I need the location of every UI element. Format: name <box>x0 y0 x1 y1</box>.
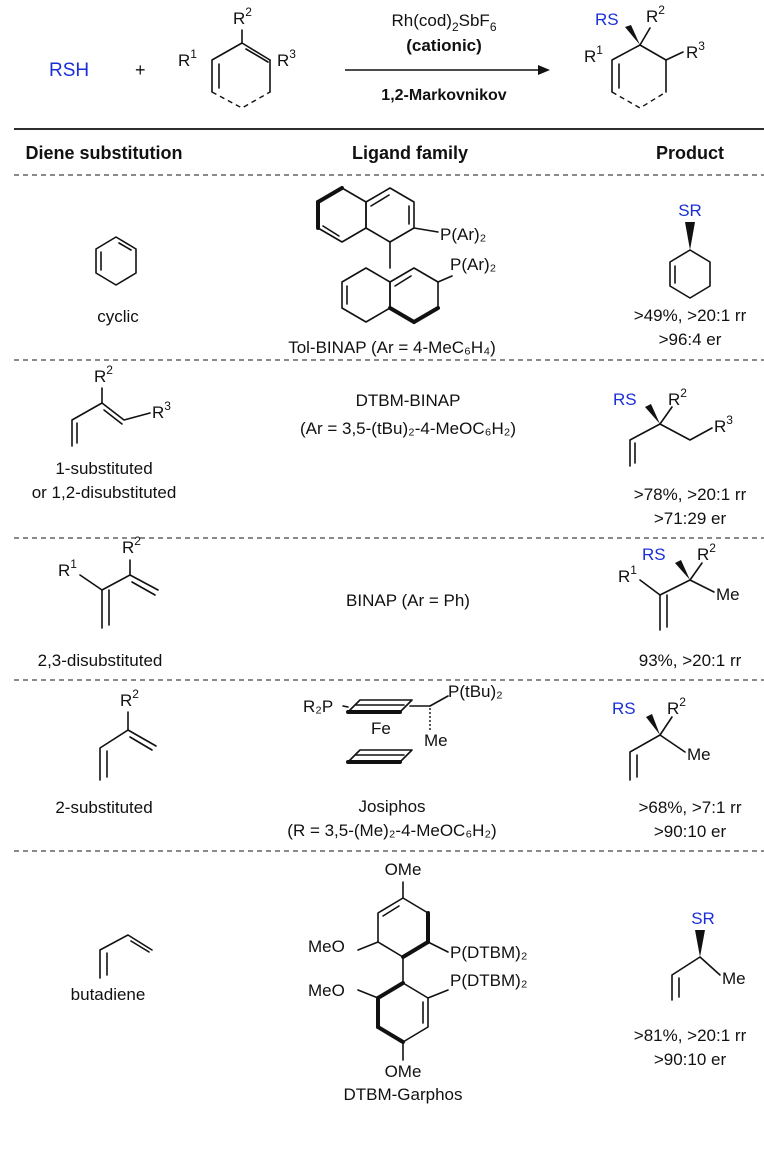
josiphos-structure: R₂P Fe P(tBu)₂ Me <box>303 682 503 764</box>
col-header-diene: Diene substitution <box>26 143 183 163</box>
ligand-name: DTBM-BINAP <box>356 391 461 410</box>
diene-1-substituted: R2 R3 <box>71 363 171 447</box>
thiol-reactant: RSH <box>49 60 89 81</box>
result-er: >90:10 er <box>654 822 727 841</box>
result-yield: >68%, >7:1 rr <box>638 798 741 817</box>
r1-label: R1 <box>178 47 197 70</box>
ome-bottom: OMe <box>385 1062 422 1081</box>
table-row: cyclic P(Ar)₂ P(Ar)₂ Tol-BINAP (Ar = 4-M <box>95 186 747 357</box>
r2-label: R2 <box>233 5 252 28</box>
product-r1: R1 <box>584 43 603 66</box>
ligand-name: BINAP (Ar = Ph) <box>346 591 470 610</box>
ligand-name: Josiphos <box>358 797 425 816</box>
product-r2: R2 <box>667 695 686 718</box>
reaction-arrow: Rh(cod)2SbF6 (cationic) 1,2-Markovnikov <box>345 11 550 104</box>
r2-label: R2 <box>122 534 141 557</box>
reaction-scheme: RSH + R1 R2 R3 Rh(cod)2SbF6 (cationic) 1… <box>49 3 705 109</box>
result-yield: >49%, >20:1 rr <box>634 306 747 325</box>
catalyst-label: Rh(cod)2SbF6 <box>391 11 496 34</box>
r3-label: R3 <box>277 47 296 70</box>
cationic-note: (cationic) <box>406 36 482 55</box>
result-yield: >78%, >20:1 rr <box>634 485 747 504</box>
product-structure: RS R2 Me <box>612 695 711 781</box>
phosphine-2: P(Ar)₂ <box>450 255 496 274</box>
diene-reactant: R1 R2 R3 <box>178 5 296 109</box>
substrate-label: butadiene <box>71 985 146 1004</box>
butadiene-structure <box>99 934 153 979</box>
table-row: R2 R3 1-substituted or 1,2-disubstituted… <box>32 363 747 528</box>
ligand-detail: (R = 3,5-(Me)₂-4-MeOC₆H₂) <box>287 821 496 840</box>
r1-label: R1 <box>58 557 77 580</box>
product-r2: R2 <box>668 386 687 409</box>
pdtbm-2: P(DTBM)₂ <box>450 971 527 990</box>
result-er: >71:29 er <box>654 509 727 528</box>
result-yield: 93%, >20:1 rr <box>639 651 742 670</box>
substrate-label: 1-substituted <box>55 459 152 478</box>
r2-label: R2 <box>94 363 113 386</box>
table-row: R1 R2 2,3-disubstituted BINAP (Ar = Ph) … <box>38 534 742 670</box>
josiphos-me: Me <box>424 731 448 750</box>
r3-label: R3 <box>152 399 171 422</box>
product-sr-label: SR <box>691 909 715 928</box>
ptbu-label: P(tBu)₂ <box>448 682 503 701</box>
substrate-label: cyclic <box>97 307 139 326</box>
pdtbm-1: P(DTBM)₂ <box>450 943 527 962</box>
product-r2: R2 <box>697 541 716 564</box>
result-yield: >81%, >20:1 rr <box>634 1026 747 1045</box>
product-rs-label: RS <box>612 699 636 718</box>
product-scheme: RS R2 R1 R3 <box>584 3 705 109</box>
diene-2-substituted: R2 <box>99 687 157 781</box>
phosphine-1: P(Ar)₂ <box>440 225 486 244</box>
col-header-ligand: Ligand family <box>352 143 468 163</box>
diene-2-3-disubstituted: R1 R2 <box>58 534 159 629</box>
product-r1: R1 <box>618 563 637 586</box>
ligand-name: Tol-BINAP (Ar = 4-MeC₆H₄) <box>288 338 496 357</box>
result-er: >96:4 er <box>659 330 722 349</box>
product-structure: SR <box>669 201 711 299</box>
substrate-label-2: or 1,2-disubstituted <box>32 483 177 502</box>
product-structure: RS R2 R1 Me <box>618 541 740 631</box>
product-sr-label: SR <box>678 201 702 220</box>
meo-upper: MeO <box>308 937 345 956</box>
r2p-label: R₂P <box>303 697 333 716</box>
substrate-label: 2,3-disubstituted <box>38 651 163 670</box>
product-rs-label: RS <box>642 545 666 564</box>
product-rs-label: RS <box>613 390 637 409</box>
ome-top: OMe <box>385 860 422 879</box>
product-r3: R3 <box>686 39 705 62</box>
product-structure: RS R2 R3 <box>613 386 733 467</box>
ligand-detail: (Ar = 3,5-(tBu)₂-4-MeOC₆H₂) <box>300 419 516 438</box>
product-me: Me <box>716 585 740 604</box>
binap-structure: P(Ar)₂ P(Ar)₂ <box>316 186 496 324</box>
ligand-name: DTBM-Garphos <box>343 1085 462 1104</box>
col-header-product: Product <box>656 143 724 163</box>
r2-label: R2 <box>120 687 139 710</box>
meo-lower: MeO <box>308 981 345 1000</box>
table-row: R2 2-substituted R₂P Fe P(tBu)₂ Me Josip… <box>55 682 742 841</box>
result-er: >90:10 er <box>654 1050 727 1069</box>
product-r3: R3 <box>714 413 733 436</box>
garphos-structure: OMe MeO P(DTBM)₂ MeO P(DTBM)₂ OMe <box>308 860 527 1081</box>
table-row: butadiene OMe MeO P(DTBM)₂ MeO P(DTBM)₂ … <box>71 860 747 1104</box>
product-r2: R2 <box>646 3 665 26</box>
substrate-label: 2-substituted <box>55 798 152 817</box>
fe-label: Fe <box>371 719 391 738</box>
product-me: Me <box>722 969 746 988</box>
plus-sign: + <box>135 60 146 80</box>
product-structure: SR Me <box>671 909 746 1001</box>
product-rs-label: RS <box>595 10 619 29</box>
cyclohexadiene-structure <box>95 236 137 286</box>
selectivity-label: 1,2-Markovnikov <box>381 87 506 104</box>
product-me: Me <box>687 745 711 764</box>
